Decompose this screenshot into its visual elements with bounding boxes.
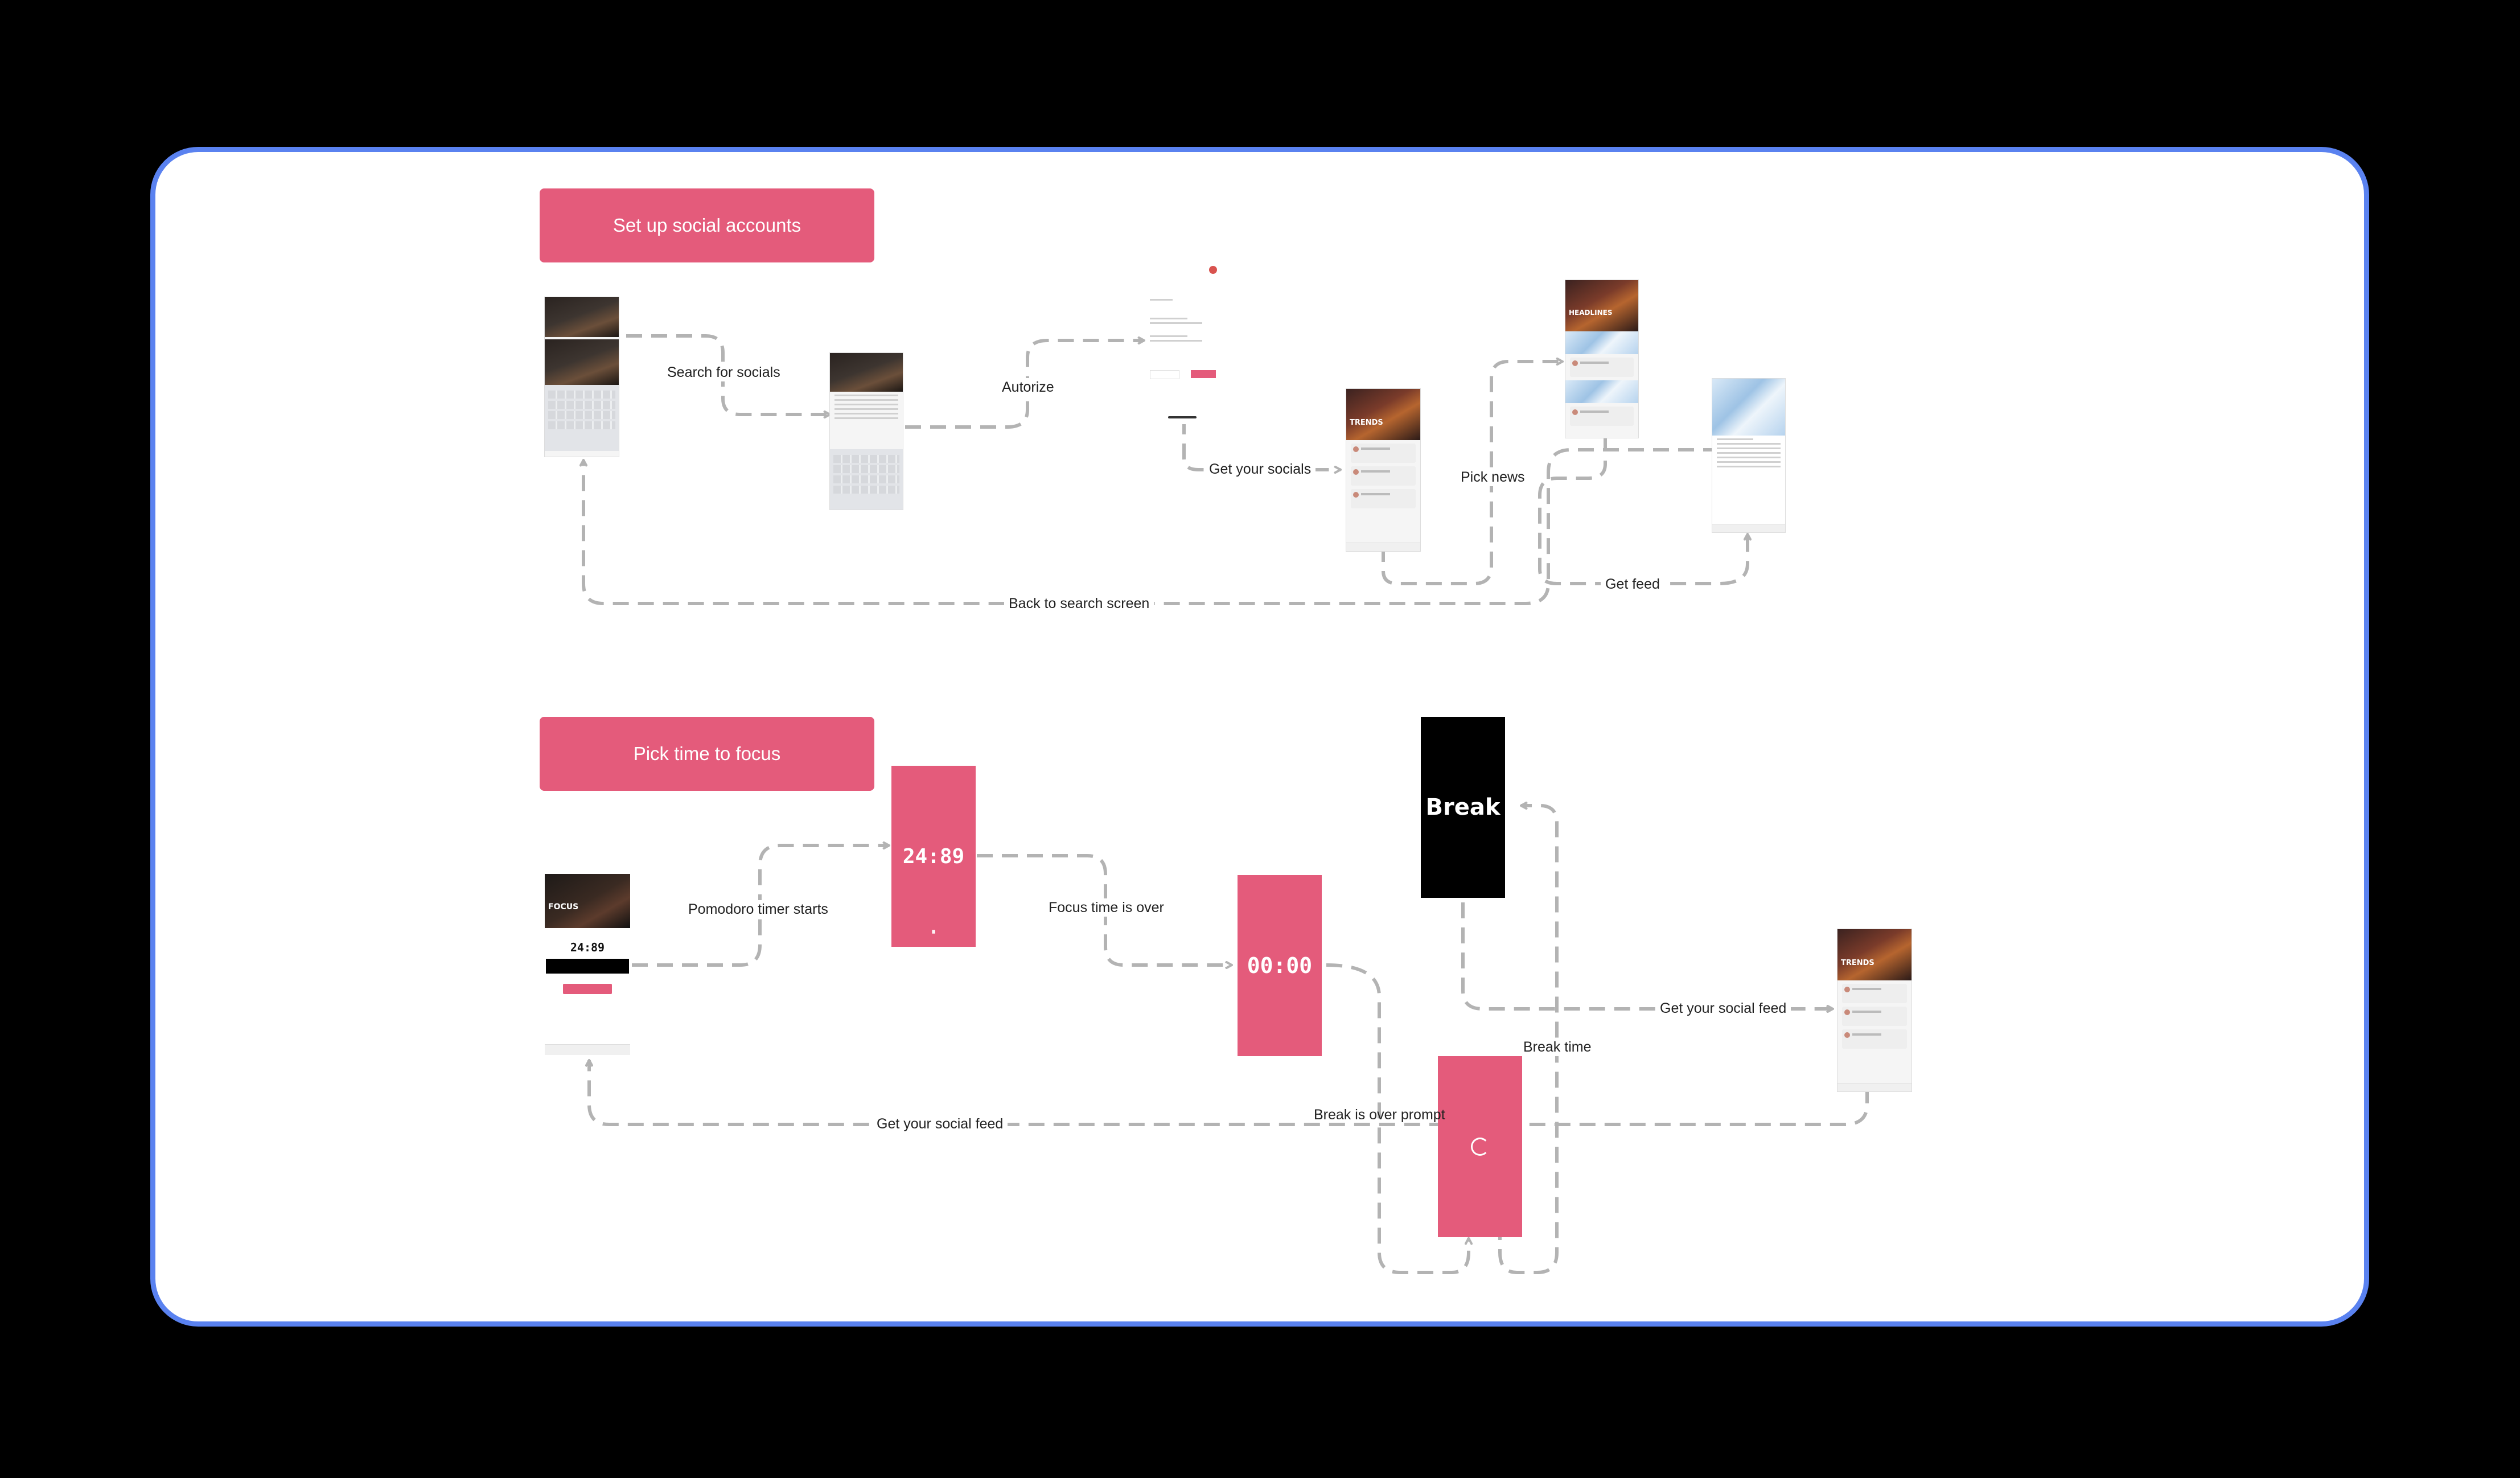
label-get-feed: Get feed [1601,575,1664,593]
break-text: Break [1425,794,1501,820]
bottom-nav[interactable] [1346,543,1420,551]
connector-break-time [1326,963,1469,1274]
label-back-to-search-screen: Back to search screen [1004,594,1154,613]
screen-search-results[interactable] [830,353,903,510]
screen-authorize[interactable] [1145,265,1220,424]
label-pick-news: Pick news [1456,468,1530,486]
hero-image: HEADLINES [1565,280,1638,331]
label-break-time: Break time [1519,1038,1596,1056]
hero-image: FOCUS [545,874,630,928]
label-autorize: Autorize [997,378,1059,396]
timer-running-text: 24:89 [902,844,965,868]
screen-headlines[interactable]: HEADLINES [1565,280,1638,438]
start-button[interactable] [563,984,612,994]
hero-image [830,353,903,392]
trends-title: TRENDS [1841,959,1874,967]
focus-timer: 24:89 [570,941,605,954]
connector-get-your-socials [1182,418,1341,470]
authorize-button[interactable] [1191,370,1216,378]
screen-break[interactable]: Break [1421,717,1505,898]
label-break-is-over-prompt: Break is over prompt [1314,1107,1445,1123]
cancel-button[interactable] [1150,370,1179,379]
flow-title-set-up-social-accounts[interactable]: Set up social accounts [540,188,874,262]
label-get-your-social-feed-bottom: Get your social feed [872,1115,1008,1133]
timer-controls[interactable] [546,959,629,974]
hero-image: TRENDS [1837,929,1911,980]
keyboard [830,449,903,510]
bottom-nav[interactable] [1712,524,1785,532]
bottom-nav[interactable] [1837,1083,1911,1091]
connector-back-to-search [583,448,1719,605]
screen-social-feed[interactable]: TRENDS [1837,929,1911,1091]
home-indicator [1168,416,1197,418]
search-result-image [545,339,619,385]
screen-article[interactable] [1712,379,1785,532]
headlines-title: HEADLINES [1569,309,1613,317]
avatar [1209,266,1217,274]
screen-timer-running[interactable]: 24:89 ⏸ [891,766,976,947]
label-pomodoro-timer-starts: Pomodoro timer starts [684,900,833,918]
label-get-your-socials: Get your socials [1204,460,1316,478]
screen-search-socials[interactable] [545,297,619,457]
hero-image [545,297,619,337]
connector-get-social-feed-right [1461,902,1833,1009]
connector-break-over-prompt [1498,806,1559,1274]
label-get-your-social-feed-right: Get your social feed [1655,999,1791,1017]
bottom-nav[interactable] [545,1044,630,1055]
connector-pick-news [1382,362,1563,585]
connector-get-feed [1538,436,1748,585]
label-search-for-socials: Search for socials [663,363,785,381]
focus-title: FOCUS [548,902,579,912]
article-image [1712,379,1785,436]
timer-over-text: 00:00 [1247,953,1313,978]
hero-image: TRENDS [1346,389,1420,440]
keyboard [545,385,619,451]
trends-title: TRENDS [1350,418,1383,427]
pause-icon[interactable]: ⏸ [931,927,936,937]
screen-break-loading[interactable] [1438,1056,1522,1237]
flow-title-pick-time-to-focus[interactable]: Pick time to focus [540,717,874,791]
connector-get-social-feed-bottom [589,1060,1869,1126]
loading-spinner-icon [1471,1138,1489,1156]
screen-timer-over[interactable]: 00:00 [1238,875,1322,1056]
flow-board [150,147,2369,1327]
article-image [1565,380,1638,403]
label-focus-time-is-over: Focus time is over [1044,898,1169,917]
article-image [1565,331,1638,354]
screen-trends-feed[interactable]: TRENDS [1346,389,1420,551]
screen-focus[interactable]: FOCUS 24:89 [545,874,630,1055]
